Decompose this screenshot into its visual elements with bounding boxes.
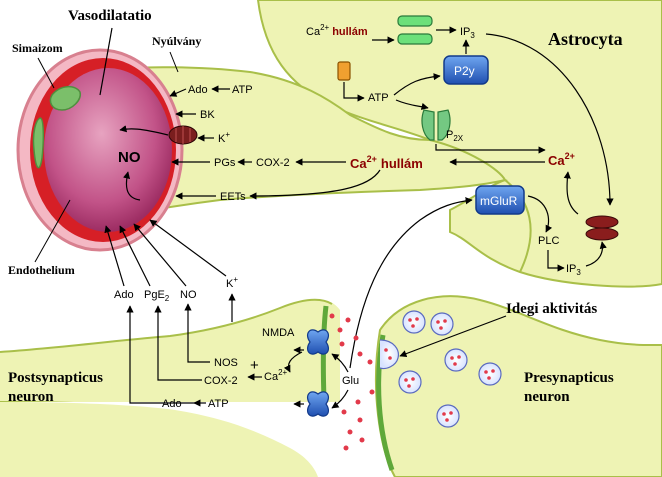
no-bottom: NO	[180, 289, 197, 301]
ip3-to-er-bottom-arrow	[585, 241, 607, 267]
postsynapticus-label: Postsynapticus	[8, 370, 103, 386]
nmda-receptor-bottom	[293, 391, 330, 417]
endothelium-pointer	[34, 199, 71, 263]
no-to-vessel-arrow	[123, 171, 141, 201]
ca-wave-top: Ca2+hullám	[306, 23, 368, 38]
postsynapticus-neuron-label: neuron	[8, 389, 54, 405]
atp-release-arrow	[343, 82, 365, 102]
plus-sign: +	[250, 357, 259, 374]
pgs: PGs	[214, 157, 236, 169]
endothelium-label: Endothelium	[8, 263, 75, 277]
p2x-to-ca-arrow	[435, 144, 546, 154]
synaptic-vesicles	[379, 310, 502, 428]
ca-post: Ca2+	[264, 368, 288, 383]
nos: NOS	[214, 357, 238, 369]
atp-to-p2x-arrow	[395, 99, 429, 110]
plc-to-ip3-arrow	[547, 250, 565, 272]
glu-to-nmda-top-arrow	[331, 353, 349, 373]
nyulvany-pointer	[169, 51, 179, 73]
ip3-receptor-channels	[372, 15, 457, 45]
glu-to-nmda-bottom-arrow	[331, 389, 349, 409]
bk: BK	[200, 109, 215, 121]
mglur-receptor	[475, 185, 525, 215]
nmda-label: NMDA	[262, 327, 295, 339]
ado-to-vessel-arrow	[169, 88, 187, 97]
ca-wave-mid: Ca2+hullám	[350, 154, 423, 171]
glutamate-dots	[329, 313, 375, 451]
bk-to-vessel-arrow	[119, 125, 169, 136]
nos-to-no-arrow	[184, 303, 210, 363]
p2x-label: P2X	[446, 129, 464, 143]
upward-arrows	[104, 219, 227, 287]
vasodilatatio-label: Vasodilatatio	[68, 8, 152, 24]
glu-label: Glu	[342, 375, 359, 387]
simaizom-pointer	[37, 57, 55, 89]
presynapticus-neuron-label: neuron	[524, 389, 570, 405]
cox2-to-pge2-arrow	[154, 305, 202, 381]
k-bottom: K+	[226, 275, 238, 290]
atp-to-p2y-arrow	[393, 73, 441, 96]
vasodilatatio-pointer	[99, 27, 113, 96]
eets: EETs	[220, 191, 246, 203]
ip3-top: IP3	[460, 26, 475, 40]
pge2: PgE2	[144, 289, 170, 303]
nmda-receptor-top	[293, 329, 330, 355]
k-top: K+	[218, 130, 230, 145]
ado-post: Ado	[162, 398, 182, 410]
ip3-to-er-arrow	[485, 33, 614, 206]
atp-astro: ATP	[368, 92, 389, 104]
wave-to-eets-arrow	[249, 169, 381, 200]
nyulvany-label: Nyúlvány	[152, 34, 201, 48]
ca-right: Ca2+	[548, 151, 575, 168]
bk-channel	[168, 125, 198, 145]
plc: PLC	[538, 235, 559, 247]
mglur-label: mGluR	[480, 194, 518, 208]
p2y-label: P2y	[454, 64, 475, 78]
idegi-aktivitas-label: Idegi aktivitás	[506, 301, 597, 317]
er-to-ca-arrow	[563, 171, 579, 215]
presynapticus-label: Presynapticus	[524, 370, 614, 386]
atp-top: ATP	[232, 84, 253, 96]
cox2-bottom: COX-2	[204, 375, 238, 387]
cox2-top: COX-2	[256, 157, 290, 169]
simaizom-label: Simaizom	[12, 41, 63, 55]
blood-vessel	[16, 48, 184, 252]
atp-release-channel	[337, 61, 351, 81]
er-calcium-channel	[585, 215, 619, 241]
ado-top: Ado	[188, 84, 208, 96]
ip3-bottom: IP3	[566, 263, 581, 277]
p2y-receptor	[443, 55, 489, 85]
glu-to-mglur-arrow	[349, 197, 473, 369]
no-label: NO	[118, 149, 141, 166]
ado-bottom: Ado	[114, 289, 134, 301]
p2x-channel	[421, 109, 451, 141]
idegi-aktivitas-arrow	[399, 315, 507, 358]
astrocyta-label: Astrocyta	[548, 29, 623, 49]
presynaptic-neuron	[375, 295, 662, 477]
atp-post: ATP	[208, 398, 229, 410]
ado-to-vessel-bottom-arrow	[126, 305, 198, 404]
mglur-to-plc-arrow	[527, 195, 553, 233]
